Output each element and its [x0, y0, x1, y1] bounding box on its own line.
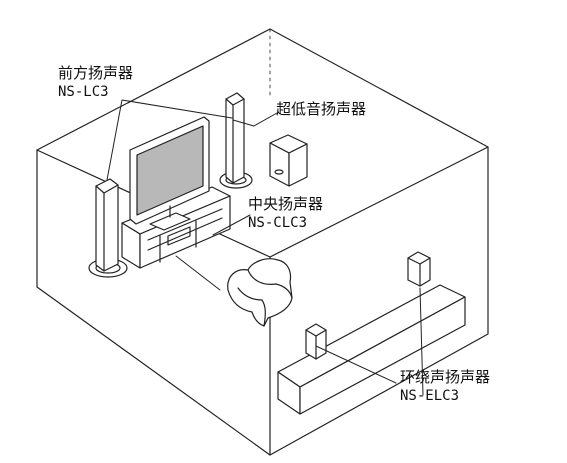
television: [129, 116, 210, 231]
surround-speaker-model: NS-ELC3: [400, 388, 459, 404]
rear-platform: [277, 284, 466, 415]
front-left-speaker: [88, 178, 128, 278]
surround-left-speaker: [305, 323, 327, 360]
labels: 前方扬声器 NS-LC3 超低音扬声器 中央扬声器 NS-CLC3 环绕声扬声器…: [58, 64, 490, 404]
front-speaker-label: 前方扬声器: [58, 64, 133, 82]
subwoofer: [269, 134, 308, 187]
center-speaker-model: NS-CLC3: [248, 215, 307, 231]
tv-stand: [121, 186, 231, 269]
surround-right-speaker: [407, 251, 431, 287]
surround-speaker-label: 环绕声扬声器: [400, 368, 490, 386]
front-right-speaker: [219, 92, 253, 189]
armchair: [227, 258, 293, 327]
front-speaker-model: NS-LC3: [58, 84, 109, 100]
center-speaker-label: 中央扬声器: [248, 195, 323, 213]
subwoofer-label: 超低音扬声器: [276, 100, 366, 118]
leader-lines: [106, 99, 424, 396]
